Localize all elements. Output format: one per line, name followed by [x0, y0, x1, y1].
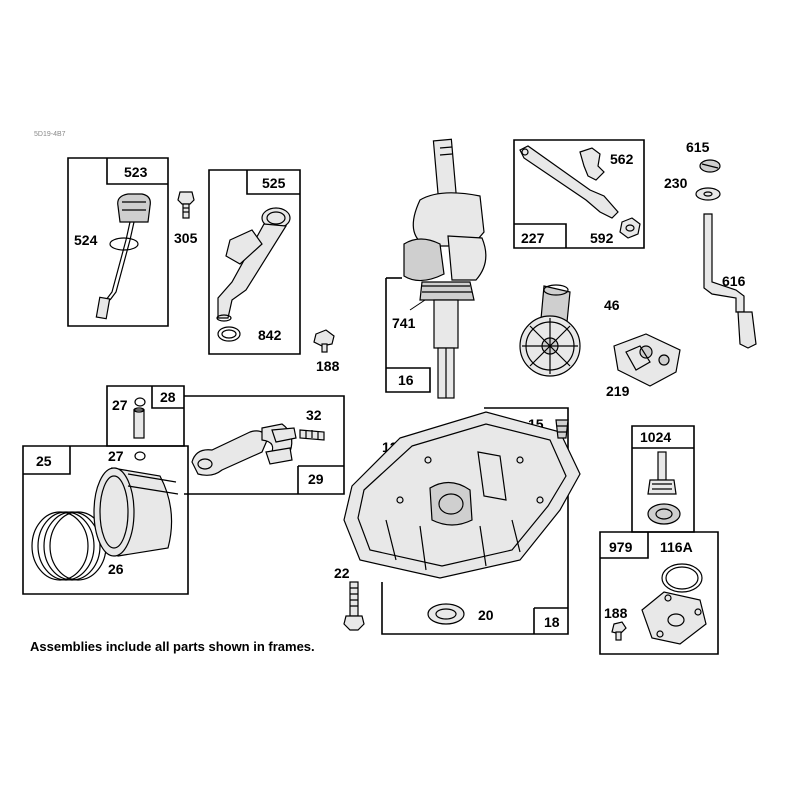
part-22-bolt: 22 — [334, 565, 365, 631]
part-label-305: 305 — [174, 230, 198, 246]
part-label-562: 562 — [610, 151, 634, 167]
part-label-46: 46 — [604, 297, 620, 313]
frame-label-29: 29 — [308, 471, 324, 487]
part-label-116a: 116A — [660, 539, 693, 555]
frame-label-525: 525 — [262, 175, 286, 191]
part-label-20: 20 — [478, 607, 494, 623]
frame-label-28: 28 — [160, 389, 176, 405]
part-label-741: 741 — [392, 315, 416, 331]
crankshaft-part — [403, 138, 487, 399]
part-label-32: 32 — [306, 407, 322, 423]
part-label-22: 22 — [334, 565, 350, 581]
part-label-26: 26 — [108, 561, 124, 577]
frame-1024-oil-pump-assembly: 1024 — [631, 425, 695, 533]
frame-label-18: 18 — [544, 614, 560, 630]
frame-label-16: 16 — [398, 372, 414, 388]
part-label-615: 615 — [686, 139, 710, 155]
frame-227-governor-control-assembly: 227 562 592 — [513, 139, 645, 249]
part-20-oil-seal — [427, 603, 465, 625]
piston-part — [93, 467, 179, 557]
frame-label-523: 523 — [124, 164, 148, 180]
part-label-842: 842 — [258, 327, 282, 343]
governor-shaft-parts: 615 230 616 — [664, 139, 757, 349]
assemblies-note: Assemblies include all parts shown in fr… — [30, 639, 315, 654]
part-15-plug — [555, 419, 569, 439]
oil-pump-cover-part — [641, 563, 707, 645]
connecting-rod-part — [191, 423, 325, 476]
part-label-188-bottom: 188 — [604, 605, 628, 621]
frame-525-dipstick-tube-assembly: 525 842 — [208, 169, 301, 355]
part-label-592: 592 — [590, 230, 614, 246]
frame-29-connecting-rod-assembly: 29 32 — [184, 395, 345, 495]
frame-523-dipstick-assembly: 523 524 — [67, 157, 169, 327]
frame-label-979: 979 — [609, 539, 633, 555]
part-label-230: 230 — [664, 175, 688, 191]
part-label-219: 219 — [606, 383, 630, 399]
part-305-bolt: 305 — [174, 191, 198, 246]
header-code: 5D19-4B7 — [34, 131, 66, 138]
governor-lever-part — [519, 145, 641, 239]
dipstick-tube-part — [216, 207, 291, 342]
part-219-governor: 219 — [606, 333, 681, 399]
part-label-524: 524 — [74, 232, 98, 248]
piston-rings-part — [31, 511, 107, 581]
frame-16-crankshaft-assembly: 16 741 — [385, 138, 487, 399]
frame-label-1024: 1024 — [640, 429, 671, 445]
part-188-bolt-bottom — [611, 621, 627, 641]
dipstick-part — [95, 193, 151, 320]
part-46-camshaft: 46 — [519, 284, 620, 377]
frame-25-piston-assembly: 25 27 26 — [22, 445, 189, 595]
frame-979-oil-pump-cover-assembly: 979 116A 188 — [599, 531, 719, 655]
crankcase-part — [343, 411, 581, 579]
part-188-bolt: 188 — [313, 329, 340, 374]
frame-28-wrist-pin-assembly: 28 27 — [106, 385, 185, 447]
part-label-27-bottom: 27 — [108, 448, 124, 464]
frame-18-crankcase-assembly: 18 12 15 20 — [343, 407, 581, 635]
oil-pump-part — [647, 451, 681, 525]
frame-label-25: 25 — [36, 453, 52, 469]
part-label-27-top: 27 — [112, 397, 128, 413]
part-label-188-top: 188 — [316, 358, 340, 374]
frame-label-227: 227 — [521, 230, 545, 246]
part-label-616: 616 — [722, 273, 746, 289]
